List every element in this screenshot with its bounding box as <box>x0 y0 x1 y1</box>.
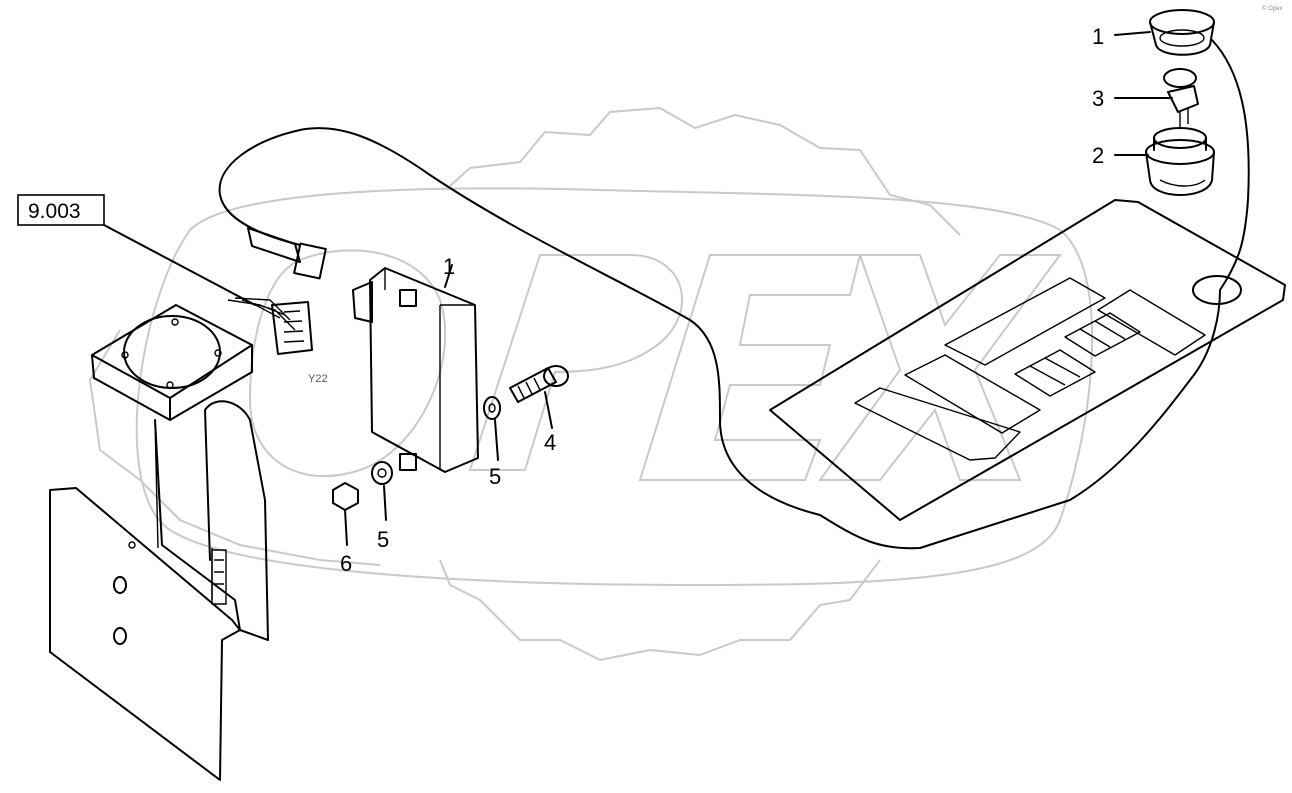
control-module: 1 <box>352 254 479 473</box>
module-body <box>369 267 479 473</box>
harness-wires <box>227 297 296 331</box>
watermark <box>88 106 1094 662</box>
base-plate-hole-lower <box>113 627 127 645</box>
callout-washer-upper: 5 <box>489 464 501 489</box>
callout-ring: 1 <box>1092 24 1104 49</box>
cable-plug-icon <box>247 227 301 263</box>
ignition-switch-group: 1 3 2 <box>1092 9 1215 196</box>
panel-indicator-cluster-2 <box>1064 312 1141 357</box>
reference-box-label: 9.003 <box>28 200 81 223</box>
connector-marking: Y22 <box>308 373 328 385</box>
dashboard-panel <box>769 199 1286 521</box>
panel-window-large-2 <box>904 354 1041 434</box>
cable-loop <box>218 39 1250 550</box>
callout-switch-body: 2 <box>1092 143 1104 168</box>
switch-body-icon <box>1145 127 1215 196</box>
bracket-slot-plate <box>211 549 227 605</box>
leader-module <box>444 264 453 288</box>
callout-nut: 6 <box>340 551 352 576</box>
callout-bolt: 4 <box>544 430 556 455</box>
panel-window-large-1 <box>854 387 1021 461</box>
watermark-letter-x <box>818 254 1062 481</box>
panel-window-right <box>1097 289 1206 356</box>
leader-washer-lower <box>383 485 387 521</box>
washer-lower-icon <box>371 461 393 485</box>
column-bracket <box>49 304 269 781</box>
leader-nut <box>344 509 348 546</box>
key-icon <box>1163 68 1199 128</box>
callout-washer-lower: 5 <box>377 527 389 552</box>
panel-outline <box>769 199 1286 521</box>
reference-box[interactable]: 9.003 <box>17 194 256 306</box>
fasteners: 4 5 5 6 <box>332 365 569 576</box>
plug-housing-icon <box>293 242 327 280</box>
corner-mark: © Opex <box>1262 5 1282 12</box>
bracket-column-hole <box>123 315 221 389</box>
leader-washer-upper <box>494 419 499 461</box>
watermark-letter-e <box>638 254 862 481</box>
watermark-swoosh <box>135 187 1094 587</box>
leader-bolt <box>544 391 553 429</box>
base-plate-hole-upper <box>113 576 127 594</box>
watermark-letter-o <box>248 249 447 478</box>
harness-connector-icon <box>271 301 313 355</box>
cover-ring-icon <box>1149 9 1215 56</box>
module-mount-top <box>399 289 417 307</box>
callout-key: 3 <box>1092 86 1104 111</box>
reference-box-frame <box>17 194 105 226</box>
bracket-base-plate <box>49 487 241 781</box>
panel-indicator-cluster-1 <box>1014 349 1096 397</box>
module-mount-bottom <box>399 453 417 471</box>
module-tab-top <box>352 281 373 323</box>
washer-upper-icon <box>483 396 501 420</box>
panel-window-top <box>944 277 1106 366</box>
leader-reference <box>103 224 256 306</box>
bracket-top-plate <box>91 304 253 399</box>
callout-module: 1 <box>443 254 455 279</box>
nut-icon <box>332 482 359 511</box>
bolt-icon <box>509 365 569 403</box>
bracket-upright <box>91 344 253 421</box>
watermark-letter-p <box>468 254 684 471</box>
switch-mount-hole <box>1192 275 1242 305</box>
connector-group: Y22 <box>227 227 328 385</box>
leader-ring <box>1114 31 1151 36</box>
